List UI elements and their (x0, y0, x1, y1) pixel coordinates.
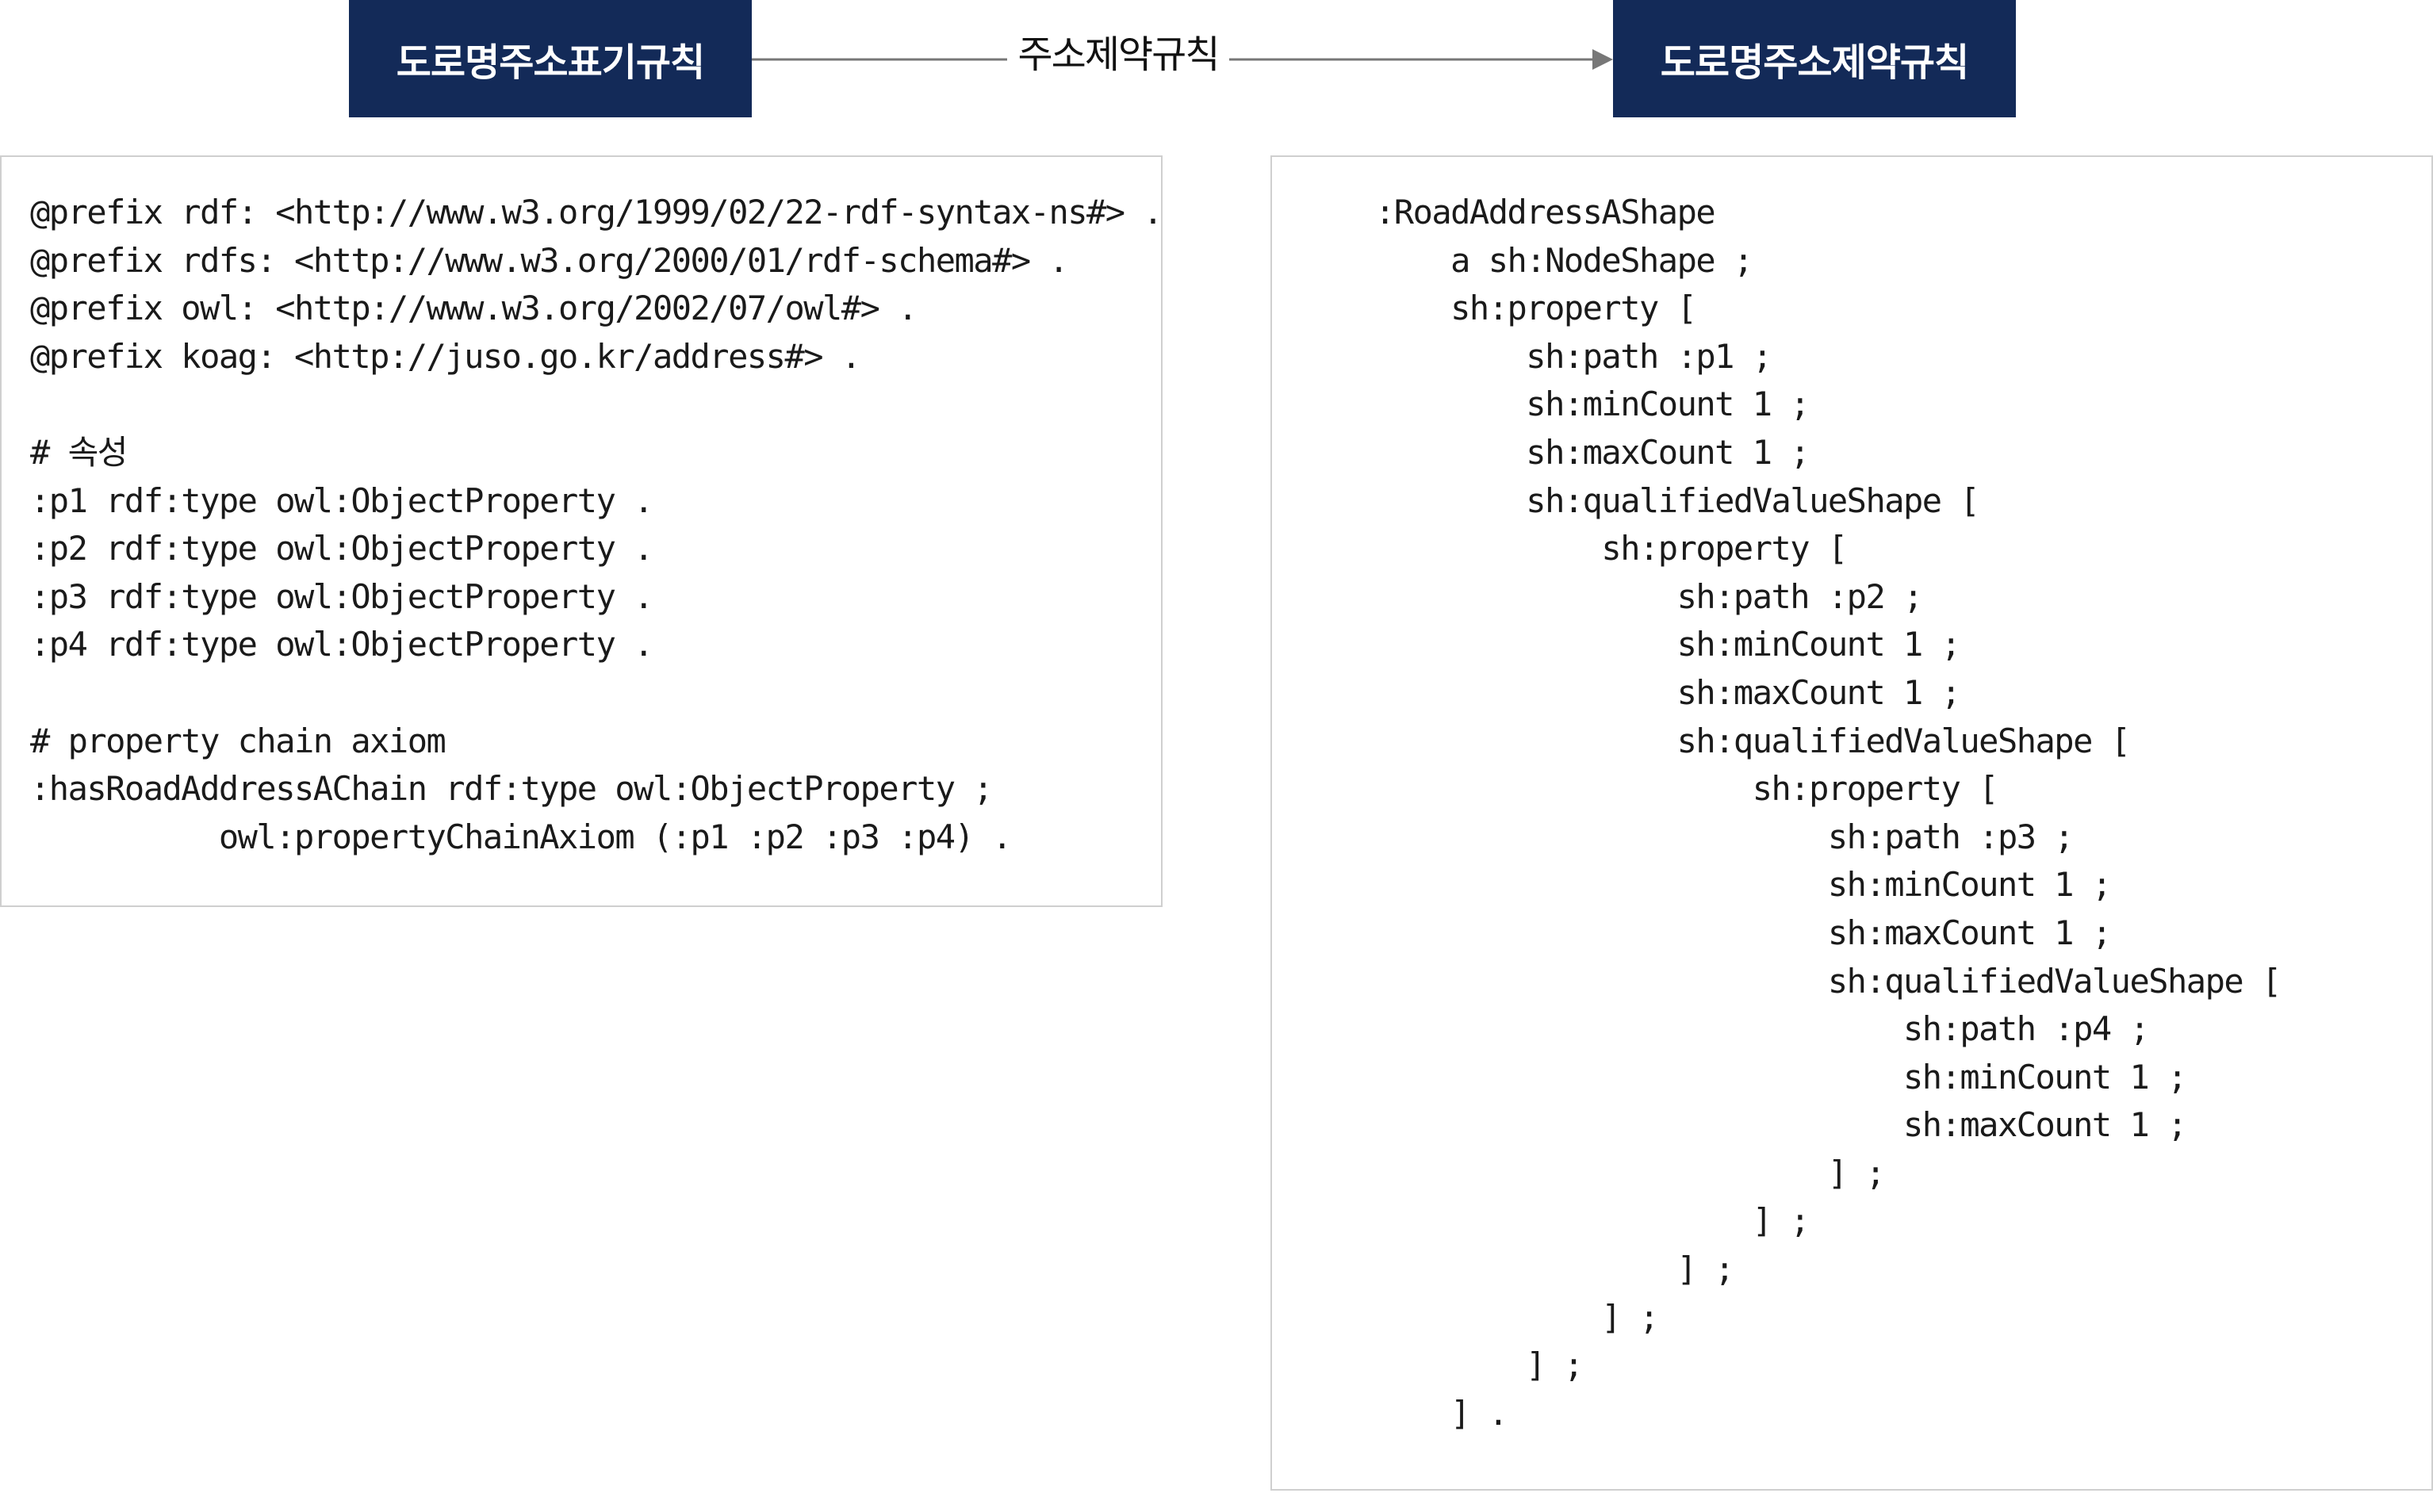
code-line: sh:maxCount 1 ; (1375, 1105, 2187, 1145)
code-line: sh:path :p3 ; (1375, 817, 2075, 856)
code-line: :p3 rdf:type owl:ObjectProperty . (30, 576, 653, 616)
code-line: sh:minCount 1 ; (1375, 625, 1961, 664)
code-line: :p4 rdf:type owl:ObjectProperty . (30, 625, 653, 664)
code-line: # property chain axiom (30, 721, 446, 760)
shacl-code-panel: :RoadAddressAShape a sh:NodeShape ; sh:p… (1270, 155, 2433, 1491)
source-rule-label: 도로명주소표기규칙 (396, 40, 705, 85)
code-line: sh:qualifiedValueShape [ (1375, 721, 2131, 760)
code-line: owl:propertyChainAxiom (:p1 :p2 :p3 :p4)… (30, 817, 1013, 856)
code-line: ] ; (1375, 1201, 1810, 1241)
code-line: ] . (1375, 1393, 1508, 1433)
code-line (30, 381, 1162, 429)
arrow-label: 주소제약규칙 (1007, 29, 1229, 84)
code-line: sh:property [ (1375, 289, 1697, 328)
code-line: :p2 rdf:type owl:ObjectProperty . (30, 529, 653, 568)
code-line: sh:path :p2 ; (1375, 576, 1924, 616)
code-line: :p1 rdf:type owl:ObjectProperty . (30, 480, 653, 520)
code-line: sh:maxCount 1 ; (1375, 913, 2112, 952)
code-line: # 속성 (30, 432, 128, 472)
code-line: sh:property [ (1375, 529, 1848, 568)
code-line: sh:path :p1 ; (1375, 336, 1772, 376)
code-line: sh:minCount 1 ; (1375, 385, 1810, 424)
code-line: ] ; (1375, 1297, 1659, 1337)
code-line: ] ; (1375, 1250, 1735, 1289)
owl-code-lines: @prefix rdf: <http://www.w3.org/1999/02/… (30, 189, 1163, 861)
code-line: sh:minCount 1 ; (1375, 865, 2112, 905)
code-line: sh:maxCount 1 ; (1375, 672, 1961, 712)
code-line: sh:qualifiedValueShape [ (1375, 480, 1979, 520)
code-line: a sh:NodeShape ; (1375, 240, 1753, 280)
code-line: sh:maxCount 1 ; (1375, 432, 1810, 472)
code-line: @prefix rdfs: <http://www.w3.org/2000/01… (30, 240, 1069, 280)
code-line: @prefix koag: <http://juso.go.kr/address… (30, 336, 861, 376)
arrow-head (1592, 49, 1613, 70)
code-line: @prefix owl: <http://www.w3.org/2002/07/… (30, 289, 918, 328)
code-line: ] ; (1375, 1345, 1584, 1385)
code-line: sh:qualifiedValueShape [ (1375, 961, 2282, 1001)
source-rule-box: 도로명주소표기규칙 (349, 0, 752, 117)
code-line: sh:minCount 1 ; (1375, 1057, 2187, 1097)
shacl-code-lines: :RoadAddressAShape a sh:NodeShape ; sh:p… (1375, 189, 2282, 1437)
code-line: sh:path :p4 ; (1375, 1009, 2150, 1049)
target-rule-box: 도로명주소제약규칙 (1613, 0, 2016, 117)
target-rule-label: 도로명주소제약규칙 (1660, 40, 1969, 85)
code-line: ] ; (1375, 1153, 1886, 1192)
code-line: :hasRoadAddressAChain rdf:type owl:Objec… (30, 769, 994, 809)
code-line: :RoadAddressAShape (1375, 193, 1716, 232)
code-line: sh:property [ (1375, 769, 1999, 809)
code-line (30, 669, 1162, 718)
owl-code-panel: @prefix rdf: <http://www.w3.org/1999/02/… (0, 155, 1163, 907)
code-line: @prefix rdf: <http://www.w3.org/1999/02/… (30, 193, 1163, 232)
